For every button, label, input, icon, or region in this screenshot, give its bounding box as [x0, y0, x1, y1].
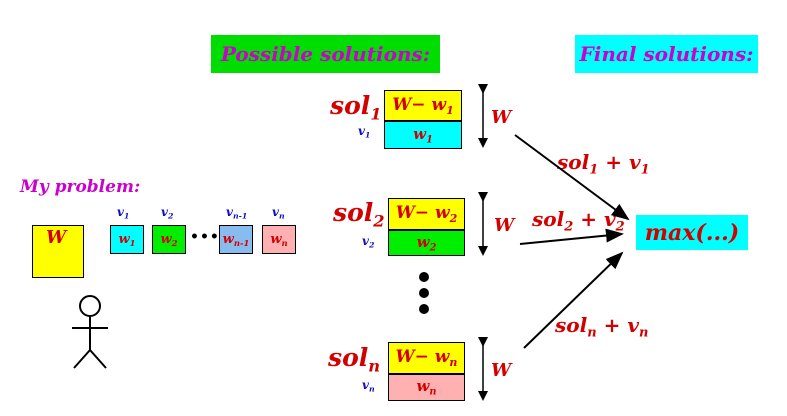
width-label: W — [491, 107, 512, 128]
item-value-label: v1 — [358, 124, 371, 140]
arrow-soln-to-max — [523, 251, 624, 349]
solution-label: sol2 — [333, 198, 385, 231]
width-label: W — [491, 360, 512, 381]
remaining-capacity-box: W− w1 — [384, 90, 462, 121]
stick-figure-icon — [72, 295, 108, 369]
arrow-sol2-to-max — [519, 228, 624, 245]
item-box: wn — [388, 374, 465, 401]
item-value-label: vn — [272, 205, 285, 221]
item-box: w1 — [384, 121, 462, 149]
remaining-capacity-box: W− wn — [388, 342, 465, 374]
sum-label-2: sol2 + v2 — [532, 207, 625, 235]
item-value-label: v1 — [117, 205, 130, 221]
arrow-sol1-to-max — [514, 134, 630, 221]
item-value-label: v2 — [362, 234, 375, 250]
items-ellipsis: ••• — [190, 229, 220, 245]
solution-label: sol1 — [330, 91, 382, 124]
item-value-label: v2 — [161, 205, 174, 221]
remaining-capacity-box: W− w2 — [388, 198, 465, 230]
possible-solutions-header: Possible solutions: — [211, 35, 440, 73]
solution-label: soln — [328, 343, 381, 376]
knapsack-capacity-box: W — [32, 225, 84, 278]
max-result-box: max(...) — [636, 215, 748, 250]
sum-label-n: soln + vn — [555, 313, 649, 341]
final-solutions-header: Final solutions: — [575, 35, 758, 73]
sum-label-1: sol1 + v1 — [557, 150, 650, 178]
width-label: W — [494, 215, 515, 236]
item-value-label: vn-1 — [226, 205, 248, 221]
item-value-label: vn — [362, 378, 375, 394]
my-problem-title: My problem: — [20, 177, 141, 197]
item-box: w2 — [388, 230, 465, 256]
